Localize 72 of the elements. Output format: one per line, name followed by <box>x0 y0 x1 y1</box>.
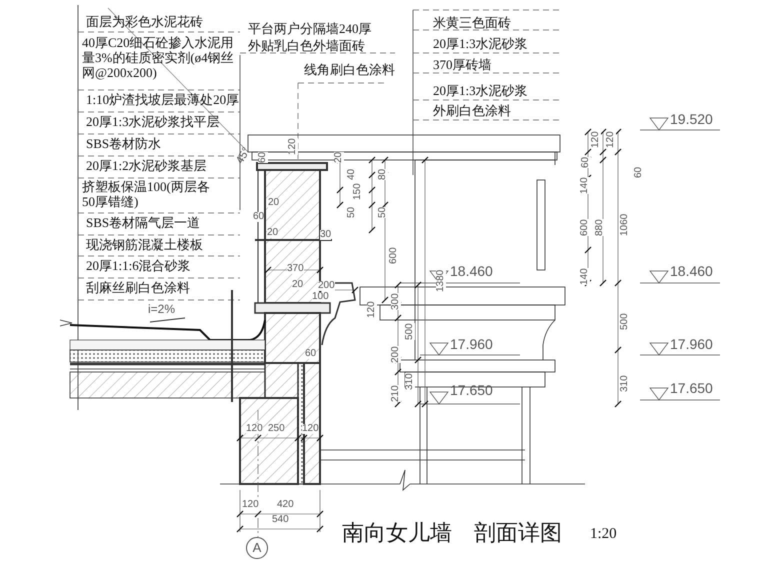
dimension-text: 20 <box>268 198 280 208</box>
dimension-text: 120 <box>591 131 601 148</box>
dimension-text: 250 <box>268 424 285 434</box>
dimension-text: 120 <box>288 138 298 155</box>
wall-note: 20厚1:3水泥砂浆 <box>433 37 528 52</box>
dimension-text: 200 <box>318 281 335 291</box>
dimension-text: 120 <box>302 424 319 434</box>
dimension-text: 370 <box>287 264 304 274</box>
wall-note: 外刷白色涂料 <box>433 104 511 119</box>
dimension-text: 140 <box>580 268 590 285</box>
dimension-text: 1060 <box>620 214 630 236</box>
wall-note: 平台两户分隔墙240厚 <box>248 22 372 37</box>
layer-note: 挤塑板保温100(两层各50厚错缝) <box>82 180 211 210</box>
wall-note: 线角刷白色涂料 <box>304 63 395 78</box>
elevation-label: 18.460 <box>450 263 493 280</box>
layer-note: 20厚1:1:6混合砂浆 <box>86 259 191 274</box>
dimension-text: 210 <box>391 385 401 402</box>
layer-note: 面层为彩色水泥花砖 <box>86 15 203 30</box>
wall-note: 外贴乳白色外墙面砖 <box>248 39 365 54</box>
dimension-text: 60 <box>305 349 316 359</box>
dimension-text: 540 <box>272 515 289 525</box>
dimension-text: 500 <box>405 323 415 340</box>
axis-bubble: A <box>246 537 268 559</box>
scale-label: 1:20 <box>590 526 617 544</box>
dimension-text: 120 <box>367 301 377 318</box>
dimension-text: 880 <box>595 219 605 236</box>
dimension-text: 300 <box>391 293 401 310</box>
dimension-text: 80 <box>378 168 388 180</box>
drawing-title: 南向女儿墙 剖面详图 <box>342 520 562 546</box>
layer-note: SBS卷材隔气层一道 <box>86 216 200 231</box>
dimension-text: 420 <box>277 500 294 510</box>
layer-note: 40厚C20细石砼掺入水泥用量3%的硅质密实剂(ø4钢丝网@200x200) <box>82 36 235 81</box>
layer-note: 刮麻丝刷白色涂料 <box>86 281 190 296</box>
angle-label: 45° <box>234 146 254 166</box>
layer-note: 现浇钢筋混凝土楼板 <box>86 238 203 253</box>
wall-note: 370厚砖墙 <box>433 58 492 73</box>
dimension-text: 40 <box>347 168 357 180</box>
dimension-text: 60 <box>581 156 591 168</box>
layer-note: 1:10炉渣找坡层最薄处20厚 <box>86 93 240 108</box>
dimension-text: 60 <box>634 166 644 178</box>
dimension-text: 120 <box>606 131 616 148</box>
dimension-text: 50 <box>378 206 388 218</box>
dimension-text: 20 <box>334 152 344 163</box>
dimension-text: 60 <box>258 152 268 163</box>
dimension-text: 20 <box>267 228 278 238</box>
dimension-text: 600 <box>580 219 590 236</box>
layer-note: 20厚1:3水泥砂浆找平层 <box>86 115 220 130</box>
dimension-text: 600 <box>389 247 399 264</box>
dimension-text: 20 <box>292 280 304 290</box>
layer-note: SBS卷材防水 <box>86 137 162 152</box>
elevation-label: 19.520 <box>670 111 713 128</box>
dimension-text: 50 <box>347 206 357 218</box>
elevation-label: 17.960 <box>450 336 493 352</box>
wall-note: 20厚1:3水泥砂浆 <box>433 84 528 99</box>
dimension-text: 200 <box>391 346 401 363</box>
dimension-text: 120 <box>246 424 263 434</box>
elevation-label: 17.650 <box>670 380 713 396</box>
dimension-text: 30 <box>320 230 332 240</box>
slope-label: i=2% <box>148 303 176 317</box>
wall-note: 米黄三色面砖 <box>433 16 511 31</box>
layer-note: 20厚1:2水泥砂浆基层 <box>86 159 207 174</box>
dimension-text: 140 <box>580 177 590 194</box>
dimension-text: 120 <box>242 500 259 510</box>
dimension-text: 310 <box>620 375 630 392</box>
dimension-text: 150 <box>353 183 363 200</box>
elevation-label: 17.960 <box>670 336 713 352</box>
dimension-text: 60 <box>253 212 264 222</box>
dimension-text: 1380 <box>436 270 446 292</box>
elevation-label: 18.460 <box>670 263 713 280</box>
dimension-text: 100 <box>312 292 329 302</box>
dimension-text: 310 <box>405 373 415 390</box>
dimension-text: 500 <box>620 313 630 330</box>
